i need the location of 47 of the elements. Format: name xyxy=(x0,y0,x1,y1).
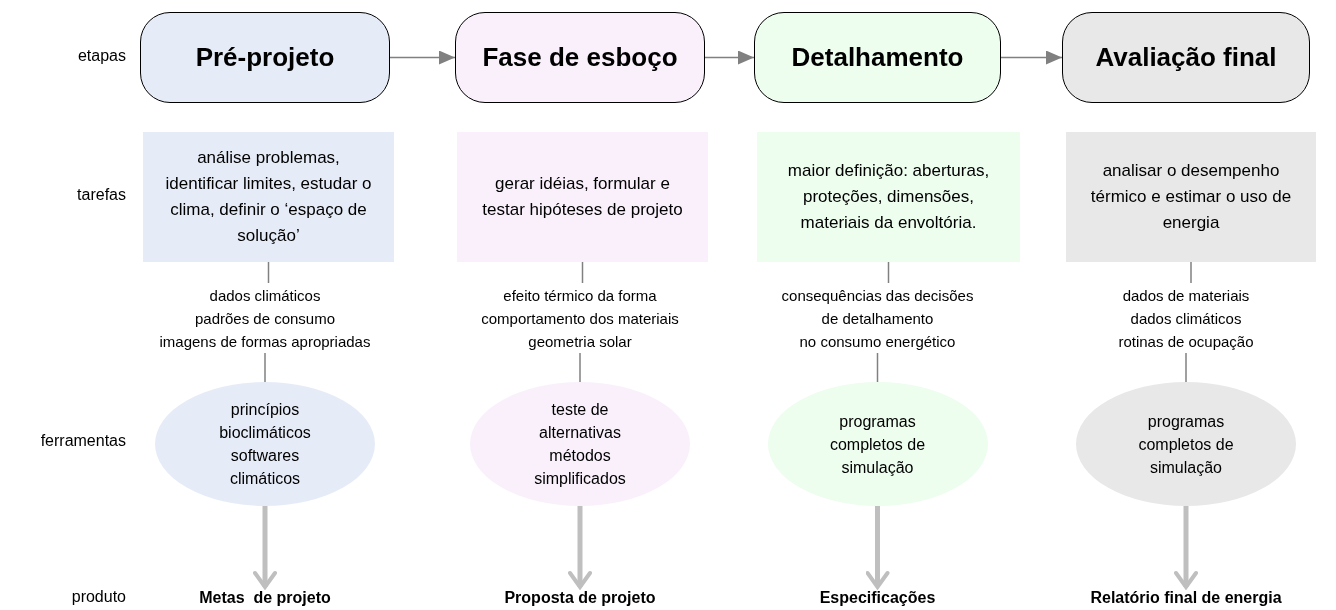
task-box: gerar idéias, formular e testar hipóteses de projeto xyxy=(457,132,708,262)
product-text: Relatório final de energia xyxy=(1061,587,1311,609)
stage-box: Detalhamento xyxy=(754,12,1001,103)
text-line: efeito térmico da forma xyxy=(503,285,657,306)
text-line: rotinas de ocupação xyxy=(1118,331,1254,352)
text-line: dados climáticos xyxy=(209,285,321,306)
connector-line xyxy=(887,261,890,284)
text-line: métodos simplificados xyxy=(533,446,627,489)
text-line: geometria solar xyxy=(528,331,632,352)
product-text: Metas de projeto xyxy=(140,587,390,609)
connector-line xyxy=(267,261,270,284)
connector-line xyxy=(1185,352,1187,383)
arrow xyxy=(389,50,456,65)
text-line: dados de materiais xyxy=(1122,285,1250,306)
arrow xyxy=(1174,506,1198,589)
row-label: produto xyxy=(70,588,126,606)
connector-line xyxy=(876,352,879,383)
task-box: análise problemas, identificar limites, estudar o clima, definir o ‘espaço de solução’ xyxy=(143,132,394,262)
tool-ellipse: programas completos de simulação xyxy=(767,382,988,506)
text-line: softwares climáticos xyxy=(228,446,302,489)
task-box: maior definição: aberturas, proteções, dimensões, materiais da envoltória. xyxy=(757,132,1020,262)
connector-line xyxy=(264,352,266,383)
product-text: Especificações xyxy=(752,587,1003,609)
connector-line xyxy=(581,261,584,284)
arrow xyxy=(253,506,277,589)
text-line: comportamento dos materiais xyxy=(481,308,679,329)
arrow xyxy=(865,506,890,589)
text-line: dados climáticos xyxy=(1130,308,1242,329)
text-line: no consumo energético xyxy=(799,331,956,352)
text-line: de detalhamento xyxy=(821,308,934,329)
connector-line xyxy=(1190,261,1192,284)
stage-box: Avaliação final xyxy=(1062,12,1310,103)
arrow xyxy=(704,50,755,65)
text-line: consequências das decisões xyxy=(781,285,974,306)
connector-line xyxy=(579,352,581,383)
row-label: etapas xyxy=(76,47,126,65)
row-label: ferramentas xyxy=(39,432,126,450)
text-line: padrões de consumo xyxy=(194,308,336,329)
tool-ellipse: programas completos de simulação xyxy=(1076,382,1296,506)
product-text: Proposta de projeto xyxy=(455,587,705,609)
arrow xyxy=(1000,50,1063,65)
arrow xyxy=(568,506,592,589)
row-label: tarefas xyxy=(76,186,126,204)
stage-box: Fase de esboço xyxy=(455,12,705,103)
text-line: imagens de formas apropriadas xyxy=(159,331,371,352)
task-box: analisar o desempenho térmico e estimar o uso de energia xyxy=(1066,132,1316,262)
stage-box: Pré-projeto xyxy=(140,12,390,103)
